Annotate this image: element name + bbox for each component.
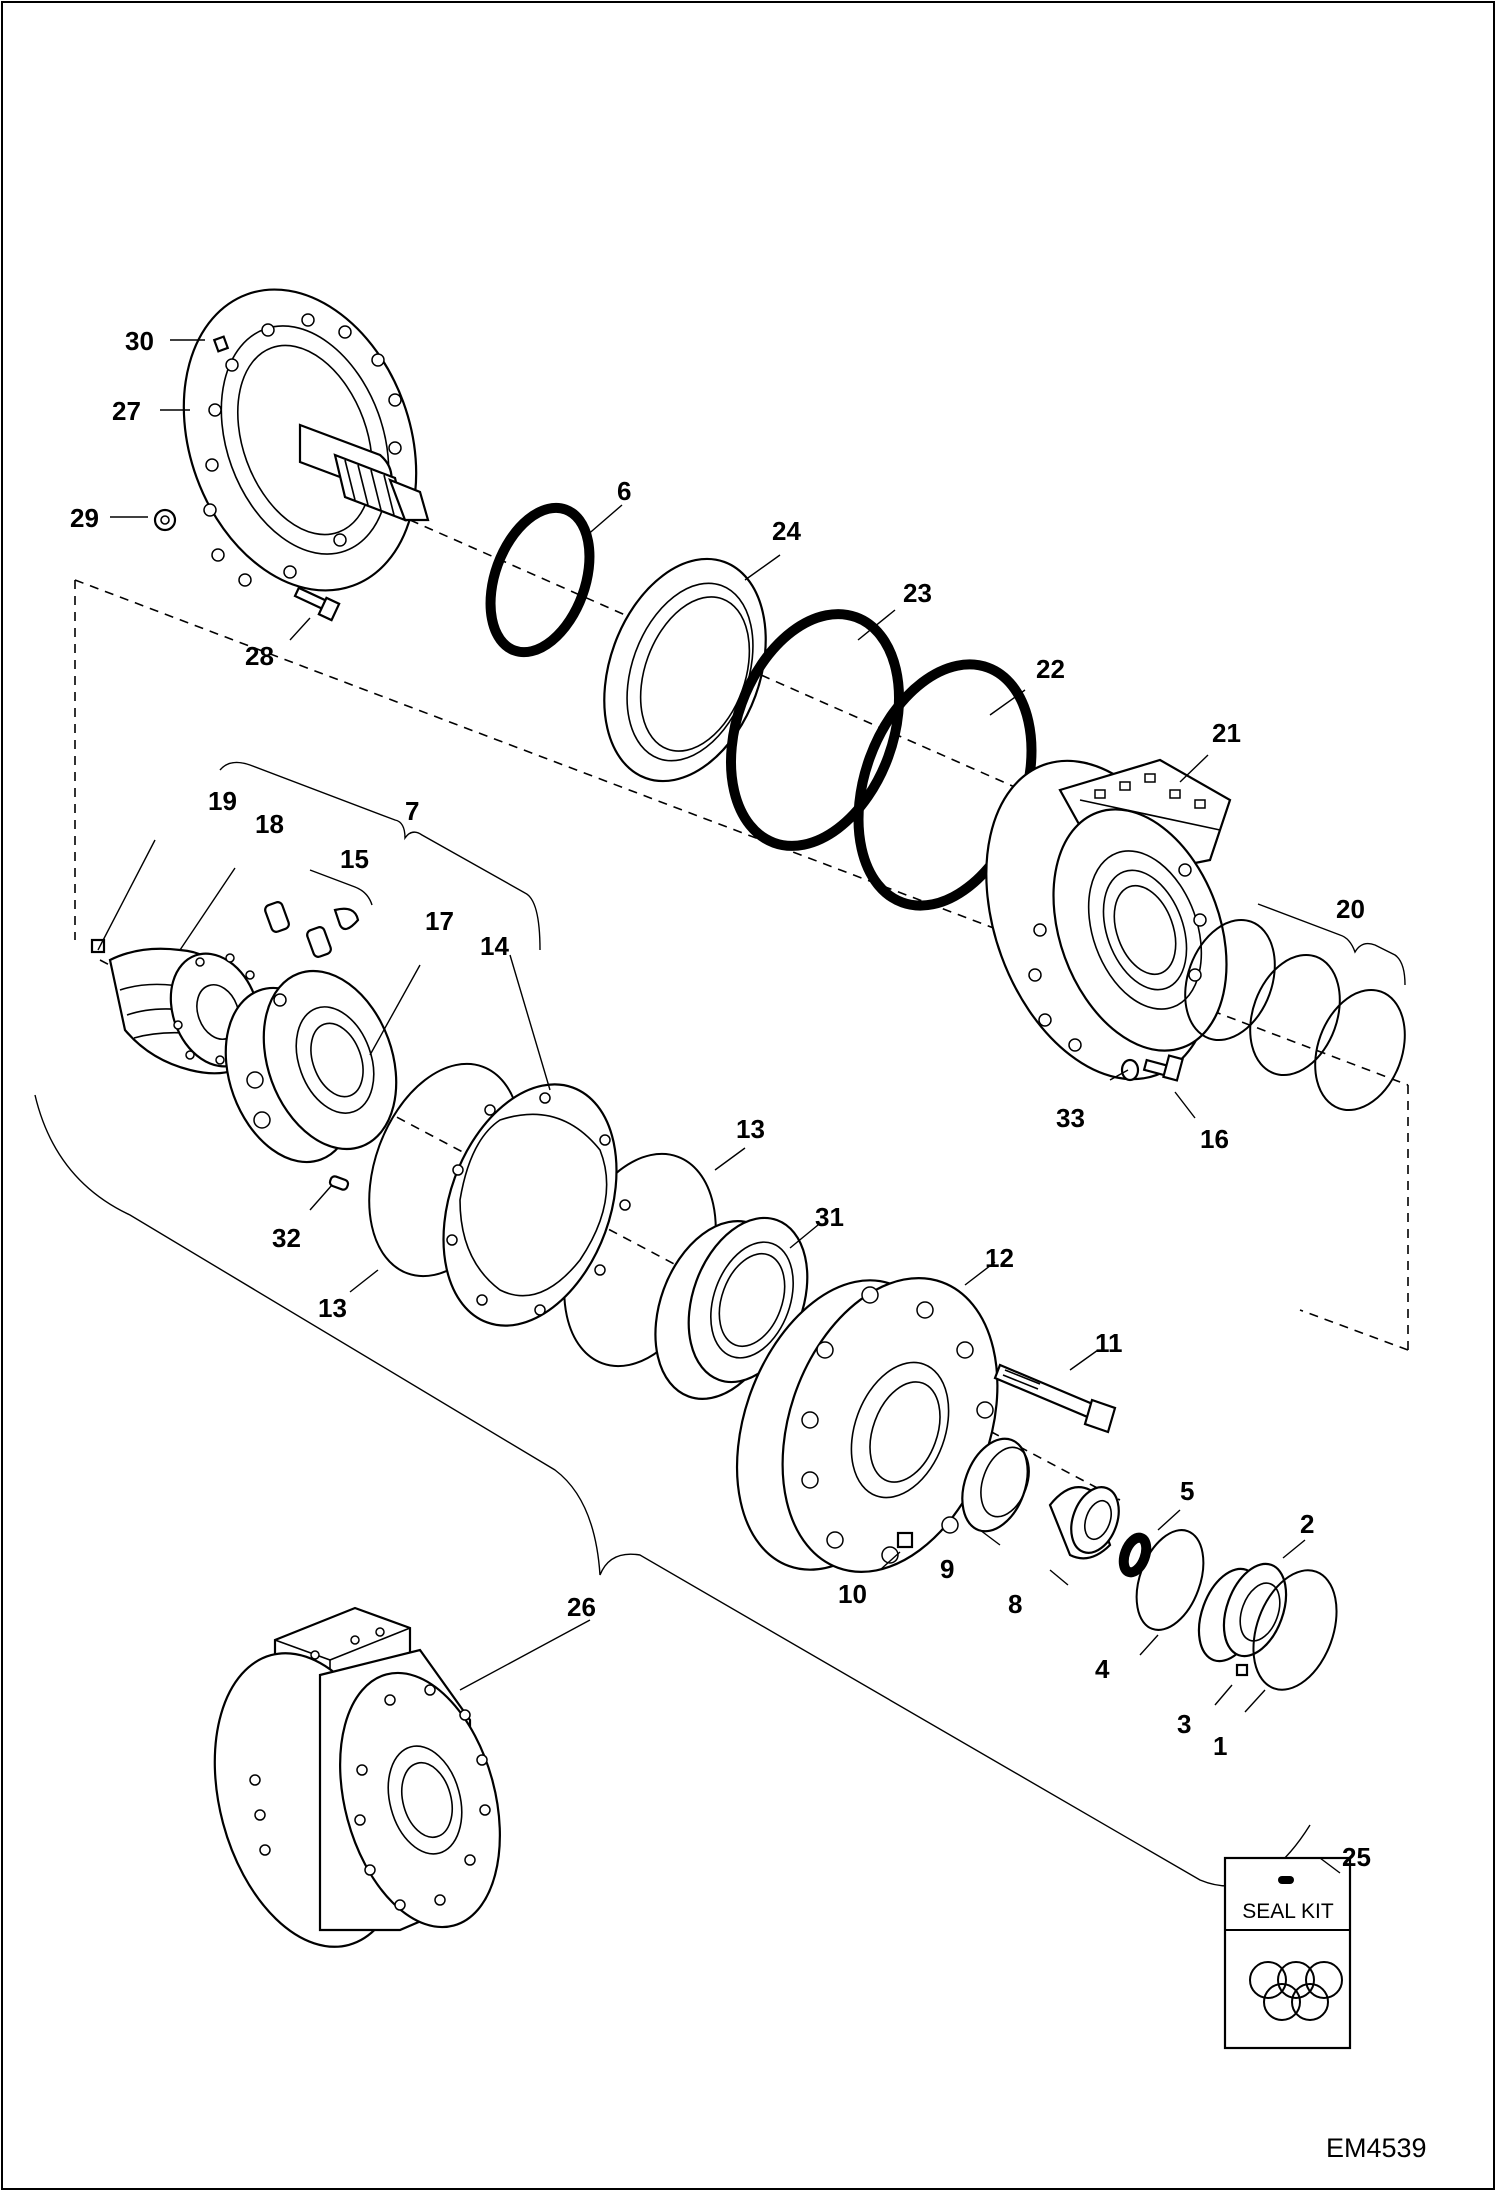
callout-19: 19 <box>208 786 237 816</box>
callout-13-a: 13 <box>318 1293 347 1323</box>
grease-fitting-part-30 <box>212 335 230 353</box>
callout-15: 15 <box>340 844 369 874</box>
nut-part-29 <box>153 508 177 532</box>
motor-assembly-part-26 <box>213 1606 501 1948</box>
leader-lines <box>97 339 1341 1874</box>
callout-17: 17 <box>425 906 454 936</box>
valve-housing-part-17 <box>224 969 398 1164</box>
callout-23: 23 <box>903 578 932 608</box>
callout-13-b: 13 <box>736 1114 765 1144</box>
callout-labels: 30 27 29 28 6 24 23 22 21 20 33 16 19 18… <box>70 326 1371 1872</box>
o-ring-part-23 <box>725 609 905 851</box>
shims-part-20 <box>1184 918 1406 1112</box>
callout-27: 27 <box>112 396 141 426</box>
callout-24: 24 <box>772 516 801 546</box>
callout-18: 18 <box>255 809 284 839</box>
callout-3: 3 <box>1177 1709 1191 1739</box>
callout-8: 8 <box>1008 1589 1022 1619</box>
callout-25: 25 <box>1342 1842 1371 1872</box>
bearing-part-9 <box>961 1437 1030 1533</box>
keys-part-15 <box>264 901 360 958</box>
o-ring-part-4 <box>1135 1529 1205 1631</box>
gerotor-part-14 <box>442 1083 631 1327</box>
seal-kit-part-25: SEAL KIT <box>1223 1856 1352 2050</box>
callout-30: 30 <box>125 326 154 356</box>
retaining-ring-part-6 <box>485 502 595 658</box>
callout-14: 14 <box>480 931 509 961</box>
snap-ring-part-1 <box>1252 1569 1338 1691</box>
pin-part-32 <box>328 1175 350 1191</box>
drawing-code: EM4539 <box>1326 2133 1427 2163</box>
callout-11: 11 <box>1095 1328 1123 1358</box>
callout-32: 32 <box>272 1223 301 1253</box>
callout-12: 12 <box>985 1243 1014 1273</box>
callout-31: 31 <box>815 1202 844 1232</box>
callout-5: 5 <box>1180 1476 1194 1506</box>
callout-22: 22 <box>1036 654 1065 684</box>
callout-29: 29 <box>70 503 99 533</box>
seal-kit-label: SEAL KIT <box>1242 1900 1334 1923</box>
plug-part-3 <box>1235 1663 1249 1677</box>
hub-flange-part-27 <box>182 288 430 592</box>
callout-28: 28 <box>245 641 274 671</box>
callout-2: 2 <box>1300 1509 1314 1539</box>
washer-part-33 <box>1120 1058 1140 1082</box>
bolt-part-11 <box>993 1363 1117 1434</box>
bolt-part-16 <box>1142 1054 1184 1082</box>
callout-7: 7 <box>405 796 419 826</box>
retainer-part-5 <box>1118 1532 1152 1578</box>
housing-part-21 <box>985 758 1232 1081</box>
end-cap-part-12 <box>735 1277 999 1573</box>
callout-1: 1 <box>1213 1731 1227 1761</box>
callout-6: 6 <box>617 476 631 506</box>
callout-21: 21 <box>1212 718 1241 748</box>
plug-part-10 <box>896 1531 914 1549</box>
callout-9: 9 <box>940 1554 954 1584</box>
bolt-part-28 <box>293 586 341 622</box>
callout-33: 33 <box>1056 1103 1085 1133</box>
sleeve-part-8 <box>1048 1486 1120 1560</box>
callout-20: 20 <box>1336 894 1365 924</box>
callout-16: 16 <box>1200 1124 1229 1154</box>
callout-10: 10 <box>838 1579 867 1609</box>
callout-4: 4 <box>1095 1654 1110 1684</box>
callout-26: 26 <box>567 1592 596 1622</box>
cover-part-2 <box>1197 1562 1288 1663</box>
